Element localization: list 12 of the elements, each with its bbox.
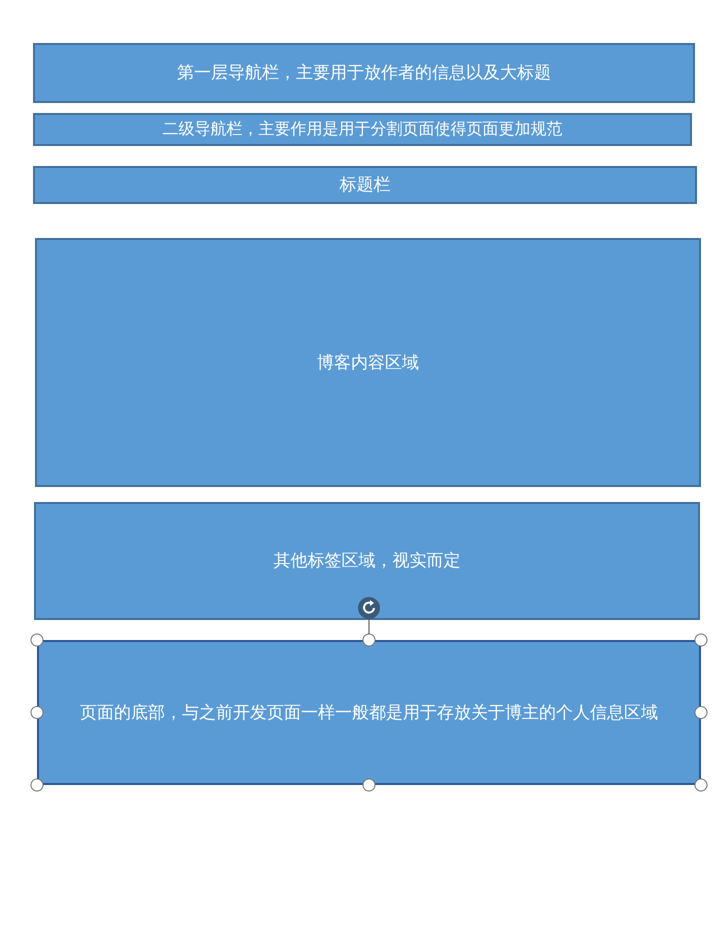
block-label: 博客内容区域 <box>316 352 420 374</box>
block-label: 二级导航栏，主要作用是用于分割页面使得页面更加规范 <box>162 120 564 140</box>
layout-block <box>37 640 701 785</box>
block-label: 第一层导航栏，主要用于放作者的信息以及大标题 <box>176 62 552 84</box>
block-label: 页面的底部，与之前开发页面一样一般都是用于存放关于博主的个人信息区域 <box>79 702 659 724</box>
layout-block <box>34 502 700 620</box>
layout-block <box>33 113 692 146</box>
layout-block <box>33 43 695 103</box>
block-label: 标题栏 <box>338 174 392 196</box>
block-label: 其他标签区域，视实而定 <box>272 550 462 572</box>
layout-block <box>33 166 697 204</box>
layout-block <box>35 238 701 487</box>
